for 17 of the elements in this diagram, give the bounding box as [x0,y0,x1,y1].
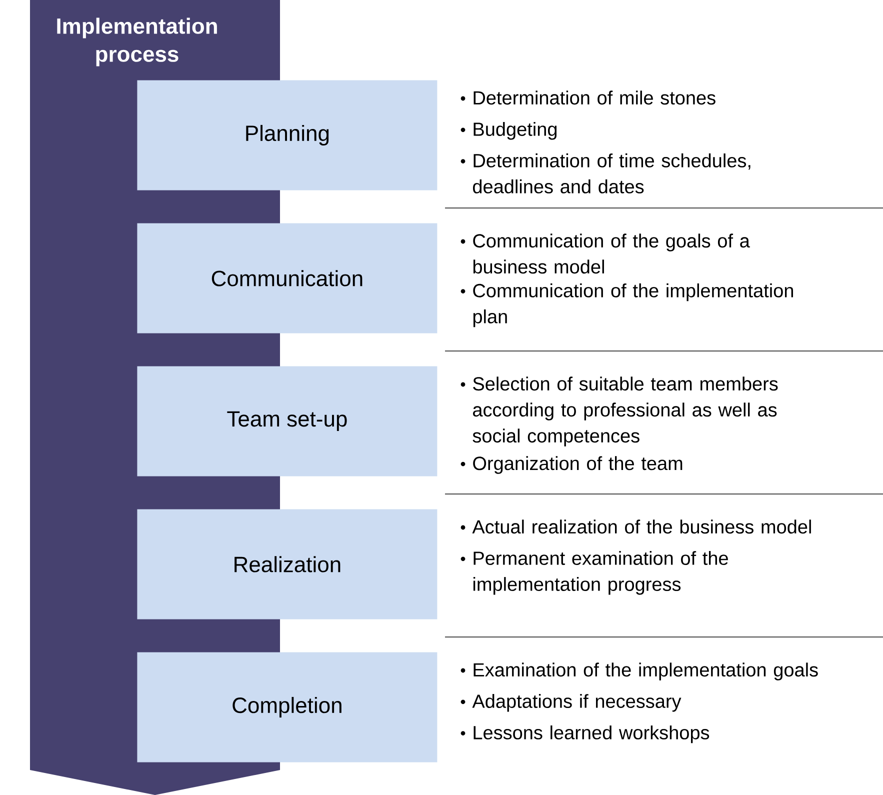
bullet-text: Communication of the implementation plan [473,283,793,328]
bullet-text: Actual realization of the business model [472,520,811,534]
bullet-text: Examination of the implementation goals [474,662,818,680]
stage-box: Team set-up [137,366,438,476]
bullet-text: Determination of mile stones [474,90,716,105]
stage-box: Planning [137,80,438,190]
bullet-text: Selection of suitable team members according to professional as well as social competences [472,376,778,446]
bullet-text: Organization of the team [473,456,682,474]
bullet-text: Lessons learned workshops [474,725,710,744]
stage-box: Realization [137,509,438,620]
bullet-text: Communication of the goals of a business model [473,234,750,274]
bullet-text: Adaptations if necessary [472,694,682,712]
bullet-text: Determination of time schedules, deadlines and dates [473,153,750,194]
stage-box: Communication [137,223,438,334]
bullet-text: Permanent examination of the implementation progress [473,551,728,595]
bullet-text: Budgeting [474,122,557,140]
stage-box: Completion [137,652,438,762]
